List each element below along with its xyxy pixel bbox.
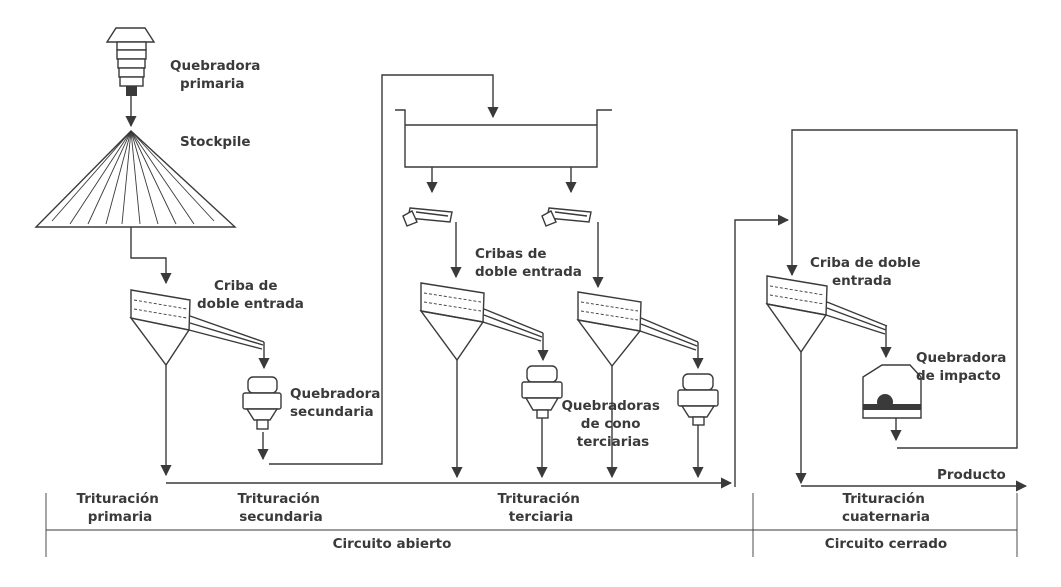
- double-deck-screen-2b: [576, 291, 704, 370]
- screen-1-label: Criba de doble entrada: [197, 278, 304, 312]
- vibrating-feeder-right: [541, 207, 592, 227]
- tertiary-cone-crusher-a: [521, 365, 563, 419]
- stage-tertiary-label: Trituración terciaria: [497, 491, 584, 525]
- double-deck-screen-3: [765, 275, 892, 359]
- impact-crusher-icon: [862, 364, 922, 442]
- primary-crusher-icon: [105, 27, 156, 96]
- double-deck-screen-2a: [419, 282, 549, 362]
- impact-crusher-label: Quebradora de impacto: [916, 350, 1011, 384]
- stage-quaternary-label: Trituración cuaternaria: [842, 491, 930, 525]
- stockpile-icon: [34, 96, 237, 228]
- double-deck-screen-1: [129, 289, 270, 370]
- secondary-crusher-icon: [242, 376, 282, 430]
- screen-3-label: Criba de doble entrada: [810, 255, 925, 289]
- stockpile-label: Stockpile: [180, 134, 251, 150]
- open-circuit-label: Circuito abierto: [333, 536, 452, 552]
- tertiary-cone-crusher-b: [677, 373, 719, 426]
- stage-primary-label: Trituración primaria: [76, 491, 163, 525]
- primary-crusher-label: Quebradora primaria: [170, 58, 265, 92]
- closed-circuit-label: Circuito cerrado: [825, 536, 947, 552]
- product-label: Producto: [937, 467, 1006, 483]
- stage-dividers: [45, 493, 1018, 557]
- vibrating-feeder-left: [402, 207, 453, 227]
- tertiary-screens-label: Cribas de doble entrada: [475, 246, 582, 280]
- tertiary-crushers-label: Quebradoras de cono terciarias: [561, 398, 664, 450]
- stage-secondary-label: Trituración secundaria: [237, 491, 324, 525]
- secondary-crusher-label: Quebradora secundaria: [290, 386, 385, 420]
- surge-bin-icon: [395, 109, 612, 194]
